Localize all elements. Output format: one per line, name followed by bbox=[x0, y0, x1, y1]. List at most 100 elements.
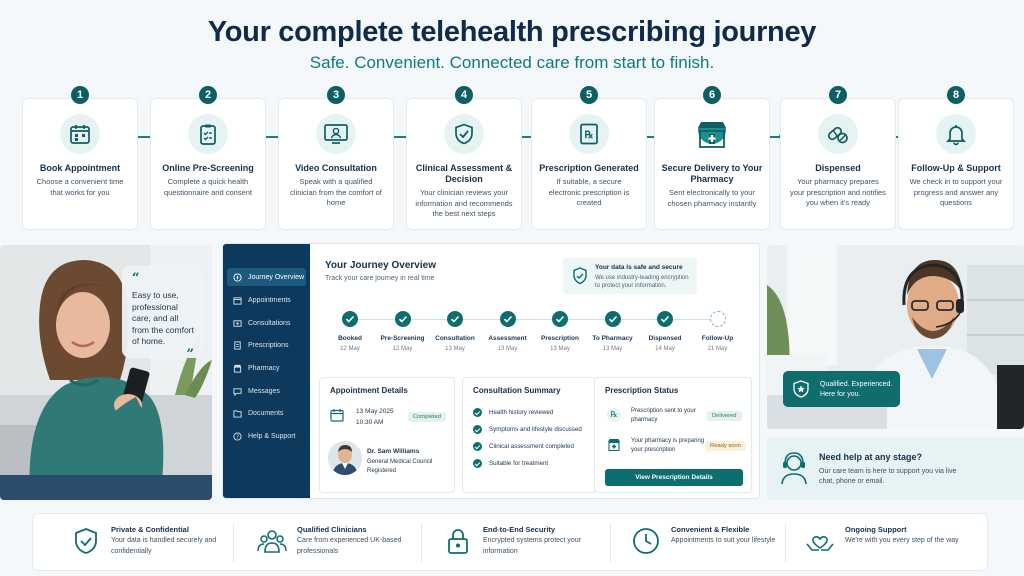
feature-item: End-to-End Security Encrypted systems pr… bbox=[443, 514, 613, 572]
page-title: Your complete telehealth prescribing jou… bbox=[207, 16, 817, 48]
view-prescription-button[interactable]: View Prescription Details bbox=[605, 469, 743, 486]
step-card: Clinical Assessment & Decision Your clin… bbox=[406, 98, 522, 230]
tracker-line bbox=[350, 319, 717, 320]
appointment-date: 13 May 2025 bbox=[356, 408, 394, 415]
step-description: Your pharmacy prepares your prescription… bbox=[790, 177, 886, 207]
feature-title: Convenient & Flexible bbox=[671, 525, 750, 534]
tracker-date: 13 May bbox=[550, 346, 570, 352]
step-description: We check in to support your progress and… bbox=[909, 177, 1003, 207]
tracker-node bbox=[394, 311, 411, 327]
check-icon bbox=[473, 459, 482, 468]
feature-description: Your data is handled securely and confid… bbox=[111, 537, 217, 555]
feature-item: Ongoing Support We're with you every ste… bbox=[805, 514, 975, 572]
clipboard-icon bbox=[188, 114, 228, 154]
testimonial-text: Easy to use, professional care, and all … bbox=[132, 290, 194, 346]
checklist-item: Health history reviewed bbox=[473, 408, 553, 417]
lock-icon bbox=[448, 529, 468, 554]
security-text: We use industry-leading encryption to pr… bbox=[595, 275, 689, 289]
sidebar-item-label: Journey Overview bbox=[248, 273, 305, 281]
panel-title: Prescription Status bbox=[605, 386, 679, 395]
doctor-registration: General Medical Council Registered bbox=[367, 459, 433, 474]
heart-hands-icon bbox=[806, 536, 834, 551]
document-icon bbox=[234, 340, 241, 350]
tracker-date: 12 May bbox=[340, 346, 360, 352]
journey-step: Book Appointment Choose a convenient tim… bbox=[22, 86, 138, 230]
pharmacy-icon bbox=[608, 439, 620, 451]
team-icon bbox=[257, 530, 287, 553]
step-description: Complete a quick health questionnaire an… bbox=[164, 177, 252, 197]
step-number: 5 bbox=[580, 86, 598, 104]
tracker-node bbox=[657, 311, 673, 327]
tracker-node bbox=[552, 311, 568, 327]
divider bbox=[610, 524, 611, 562]
sidebar-item-pharmacy[interactable]: Pharmacy bbox=[227, 359, 306, 377]
delivered-badge: Delivered bbox=[707, 411, 742, 421]
testimonial-quote: “ Easy to use, professional care, and al… bbox=[122, 266, 204, 361]
tracker-node bbox=[447, 311, 463, 327]
sidebar-item-label: Documents bbox=[248, 409, 284, 417]
checklist-item: Suitable for treatment bbox=[473, 459, 548, 468]
folder-icon bbox=[233, 409, 242, 418]
pills-icon bbox=[818, 114, 858, 154]
sidebar-item-journey-overview[interactable]: Journey Overview bbox=[227, 268, 306, 286]
feature-description: Encrypted systems protect your informati… bbox=[483, 537, 582, 555]
prescription-icon: ℞ bbox=[569, 114, 609, 154]
sidebar-item-prescriptions[interactable]: Prescriptions bbox=[227, 336, 306, 354]
step-title: Online Pre-Screening bbox=[162, 163, 254, 173]
tracker-date: 13 May bbox=[602, 346, 623, 352]
dashboard-subtitle: Track your care journey in real time bbox=[325, 275, 435, 282]
video-icon bbox=[233, 319, 242, 327]
dashboard-title: Your Journey Overview bbox=[325, 260, 436, 271]
step-title: Secure Delivery to Your Pharmacy bbox=[661, 163, 763, 184]
sidebar-item-consultations[interactable]: Consultations bbox=[227, 314, 306, 332]
feature-description: We're with you every step of the way bbox=[845, 537, 959, 544]
sidebar-item-label: Consultations bbox=[248, 319, 291, 327]
clinician-badge-text: Qualified. Experienced. Here for you. bbox=[820, 381, 893, 398]
tracker-label: Follow-Up bbox=[701, 335, 734, 342]
step-description: Choose a convenient time that works for … bbox=[36, 177, 124, 197]
pharmacy-preparing-text: Your pharmacy is preparing your prescrip… bbox=[631, 438, 705, 453]
support-agent-icon bbox=[781, 452, 807, 485]
shield-icon bbox=[75, 528, 97, 554]
step-number: 7 bbox=[829, 86, 847, 104]
journey-steps: Book Appointment Choose a convenient tim… bbox=[22, 86, 1014, 230]
tracker-label: Booked bbox=[338, 335, 362, 342]
video-call-icon bbox=[316, 114, 356, 154]
sidebar-item-appointments[interactable]: Appointments bbox=[227, 291, 306, 309]
journey-step: Secure Delivery to Your Pharmacy Sent el… bbox=[654, 86, 770, 230]
tracker-node bbox=[499, 311, 516, 327]
tracker-label: Assessment bbox=[488, 335, 527, 342]
help-title: Need help at any stage? bbox=[819, 452, 923, 462]
tracker-label: Prescription bbox=[541, 335, 579, 342]
tracker-label: Consultation bbox=[435, 335, 475, 342]
divider bbox=[233, 524, 234, 562]
step-number: 3 bbox=[327, 86, 345, 104]
step-card: Follow-Up & Support We check in to suppo… bbox=[898, 98, 1014, 230]
appointment-time: 10:30 AM bbox=[356, 419, 384, 426]
sidebar-item-messages[interactable]: Messages bbox=[227, 382, 306, 400]
checklist-item: Symptoms and lifestyle discussed bbox=[473, 425, 582, 434]
journey-step: Online Pre-Screening Complete a quick he… bbox=[150, 86, 266, 230]
security-notice: Your data is safe and secure We use indu… bbox=[563, 258, 697, 294]
sidebar-item-documents[interactable]: Documents bbox=[227, 404, 306, 422]
tracker-node bbox=[604, 311, 621, 327]
ready-soon-badge: Ready soon bbox=[705, 441, 746, 451]
feature-title: Ongoing Support bbox=[845, 525, 907, 534]
shield-check-icon bbox=[573, 267, 587, 285]
sidebar-item-help-support[interactable]: ? Help & Support bbox=[227, 427, 306, 445]
step-title: Clinical Assessment & Decision bbox=[415, 163, 513, 184]
prescription-sent-text: Prescription sent to your pharmacy bbox=[631, 408, 696, 423]
step-title: Follow-Up & Support bbox=[911, 163, 1001, 173]
calendar-icon bbox=[330, 409, 344, 422]
features-bar: Private & Confidential Your data is hand… bbox=[32, 513, 988, 571]
step-card: Book Appointment Choose a convenient tim… bbox=[22, 98, 138, 230]
step-description: Speak with a qualified clinician from th… bbox=[290, 177, 382, 207]
sidebar-item-label: Prescriptions bbox=[248, 341, 289, 349]
check-icon bbox=[473, 442, 482, 451]
checklist-item: Clinical assessment completed bbox=[473, 442, 574, 451]
feature-item: Convenient & Flexible Appointments to su… bbox=[631, 514, 791, 572]
prescription-panel: Prescription Status ℞ Prescription sent … bbox=[594, 377, 752, 493]
step-title: Dispensed bbox=[815, 163, 861, 173]
tracker-date: 13 May bbox=[445, 346, 465, 352]
feature-title: End-to-End Security bbox=[483, 525, 556, 534]
